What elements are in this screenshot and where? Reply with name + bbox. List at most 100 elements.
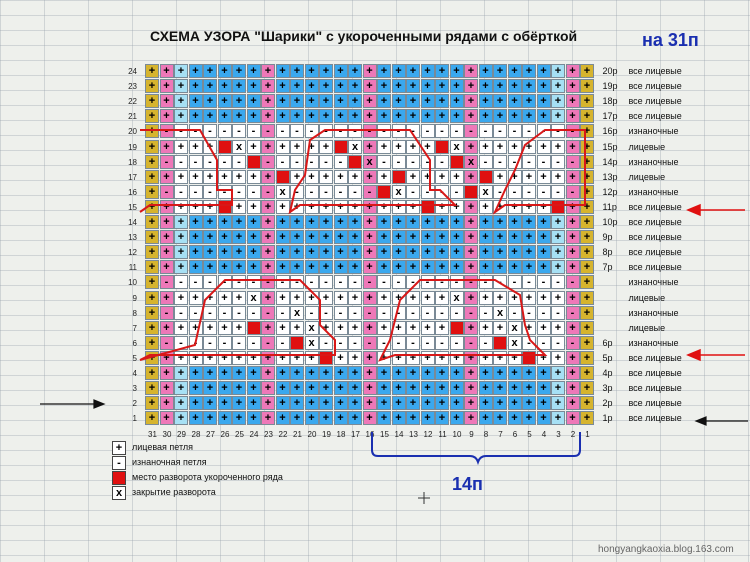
chart-cell: + <box>449 260 464 275</box>
chart-cell: + <box>464 169 478 184</box>
chart-cell: + <box>580 199 594 214</box>
chart-cell: + <box>174 109 188 124</box>
chart-cell: - <box>435 124 449 139</box>
chart-cell: + <box>261 215 275 229</box>
chart-cell: + <box>420 215 435 229</box>
chart-cell: + <box>478 230 493 245</box>
chart-cell: + <box>449 245 464 260</box>
chart-cell: + <box>551 94 565 109</box>
chart-cell: - <box>420 124 435 139</box>
chart-cell: + <box>464 245 478 260</box>
chart-cell: + <box>319 169 333 184</box>
chart-cell: + <box>420 260 435 275</box>
chart-cell: + <box>420 79 435 94</box>
chart-cell <box>246 154 261 169</box>
chart-cell: + <box>275 109 290 124</box>
chart-cell: + <box>319 94 333 109</box>
chart-cell: + <box>551 169 565 184</box>
chart-cell: + <box>145 169 159 184</box>
chart-cell: + <box>275 64 290 78</box>
black-arrow-right-head <box>694 416 707 426</box>
chart-cell: + <box>391 109 406 124</box>
chart-cell: - <box>551 184 565 199</box>
chart-cell: - <box>203 184 217 199</box>
chart-cell: - <box>174 275 188 290</box>
chart-cell: + <box>159 245 174 260</box>
chart-cell: + <box>246 64 261 78</box>
chart-cell: + <box>362 260 377 275</box>
chart-cell: - <box>391 124 406 139</box>
chart-cell: + <box>551 260 565 275</box>
chart-cell: + <box>232 79 246 94</box>
chart-cell: + <box>174 290 188 305</box>
chart-cell: - <box>493 124 507 139</box>
short-row-outlines <box>139 129 586 362</box>
chart-cell: + <box>145 109 159 124</box>
chart-cell: + <box>232 199 246 214</box>
chart-cell: - <box>232 124 246 139</box>
chart-cell: - <box>391 154 406 169</box>
chart-cell: + <box>377 79 391 94</box>
chart-cell: - <box>362 275 377 290</box>
chart-cell <box>275 169 290 184</box>
chart-cell: + <box>275 94 290 109</box>
chart-cell: + <box>319 79 333 94</box>
chart-cell: + <box>580 94 594 109</box>
chart-cell: + <box>493 139 507 154</box>
chart-cell: + <box>304 64 319 78</box>
chart-cell: + <box>275 230 290 245</box>
chart-cell: + <box>391 199 406 214</box>
chart-cell: + <box>232 215 246 229</box>
chart-cell: + <box>203 94 217 109</box>
chart-cell: - <box>275 124 290 139</box>
chart-cell: + <box>319 139 333 154</box>
chart-cell: - <box>232 275 246 290</box>
chart-cell: - <box>159 184 174 199</box>
chart-cell: + <box>275 79 290 94</box>
chart-cell: - <box>217 275 232 290</box>
chart-cell: + <box>319 199 333 214</box>
chart-cell: + <box>159 79 174 94</box>
chart-cell: + <box>406 230 420 245</box>
chart-cell: + <box>493 230 507 245</box>
chart-cell: + <box>246 109 261 124</box>
chart-cell: + <box>145 290 159 305</box>
chart-cell: - <box>478 154 493 169</box>
chart-cell: + <box>348 94 362 109</box>
chart-cell: + <box>406 245 420 260</box>
chart-cell: + <box>290 64 304 78</box>
chart-cell: + <box>232 230 246 245</box>
chart-cell: + <box>522 64 536 78</box>
chart-cell: + <box>551 109 565 124</box>
chart-cell: - <box>449 275 464 290</box>
chart-cell: - <box>217 124 232 139</box>
chart-cell: x <box>464 154 478 169</box>
chart-cell: + <box>174 230 188 245</box>
chart-cell: + <box>565 230 580 245</box>
chart-cell: + <box>188 290 203 305</box>
chart-cell: + <box>319 245 333 260</box>
chart-cell: + <box>290 245 304 260</box>
chart-cell: + <box>507 94 522 109</box>
chart-cell: + <box>246 139 261 154</box>
chart-cell: - <box>232 184 246 199</box>
chart-cell: - <box>319 184 333 199</box>
chart-cell <box>464 184 478 199</box>
chart-cell: - <box>507 124 522 139</box>
chart-cell: - <box>188 124 203 139</box>
chart-cell: - <box>565 124 580 139</box>
chart-cell: + <box>565 139 580 154</box>
chart-cell: + <box>565 245 580 260</box>
chart-cell: + <box>435 199 449 214</box>
chart-cell: + <box>420 245 435 260</box>
chart-cell: + <box>507 260 522 275</box>
chart-cell: + <box>435 260 449 275</box>
chart-cell <box>333 139 348 154</box>
chart-cell: + <box>464 79 478 94</box>
chart-cell: + <box>536 169 551 184</box>
chart-cell: - <box>348 275 362 290</box>
chart-cell: + <box>522 139 536 154</box>
chart-cell: + <box>145 139 159 154</box>
chart-cell: + <box>348 199 362 214</box>
chart-cell: + <box>507 215 522 229</box>
